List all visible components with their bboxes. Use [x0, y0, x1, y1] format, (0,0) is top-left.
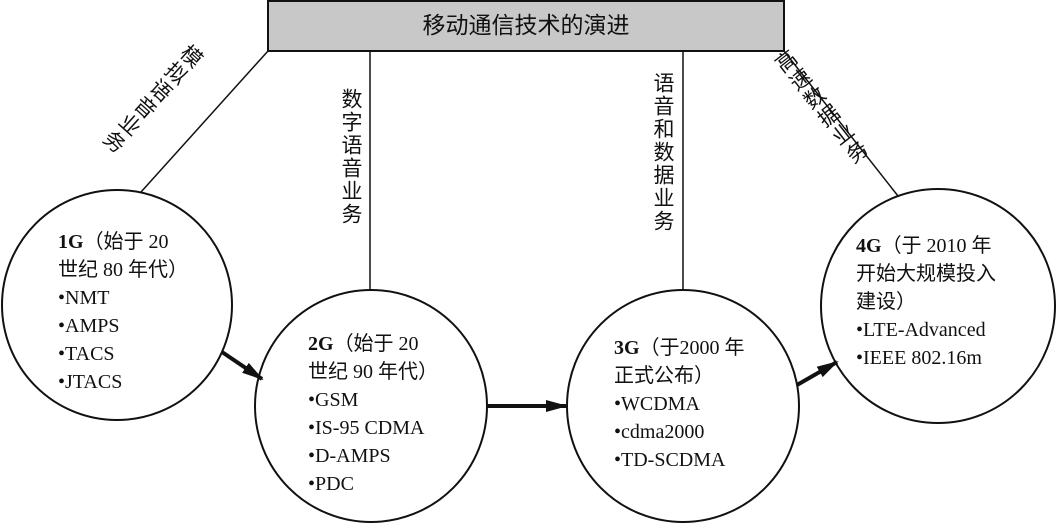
link-label-3g: 语音和数据业务 — [651, 72, 675, 233]
diagram-title: 移动通信技术的演进 — [422, 13, 630, 38]
list-item: IS-95 CDMA — [308, 414, 438, 442]
node-desc: （始于 20 — [333, 333, 419, 355]
node-gen: 3G — [614, 337, 640, 359]
node-desc: 世纪 90 年代） — [308, 361, 438, 383]
title-box — [267, 0, 785, 52]
node-desc: 建设） — [856, 291, 916, 313]
list-item: IEEE 802.16m — [856, 344, 996, 372]
list-item: WCDMA — [614, 390, 745, 418]
arrow-3g-4g — [796, 360, 839, 387]
list-item: TACS — [58, 340, 188, 368]
node-gen: 4G — [856, 235, 882, 257]
link-line-4g — [783, 50, 899, 197]
list-item: NMT — [58, 284, 188, 312]
node-3g: 3G（于2000 年 正式公布） WCDMA cdma2000 TD-SCDMA — [614, 334, 745, 474]
node-2g: 2G（始于 20 世纪 90 年代） GSM IS-95 CDMA D-AMPS… — [308, 330, 438, 498]
list-item: D-AMPS — [308, 442, 438, 470]
list-item: AMPS — [58, 312, 188, 340]
node-desc: （始于 20 — [83, 231, 169, 253]
list-item: JTACS — [58, 368, 188, 396]
node-4g: 4G（于 2010 年 开始大规模投入 建设） LTE-Advanced IEE… — [856, 232, 996, 372]
arrow-1g-2g — [220, 350, 264, 381]
node-desc: 正式公布） — [614, 365, 714, 387]
node-gen: 1G — [58, 231, 84, 253]
list-item: PDC — [308, 470, 438, 498]
node-1g: 1G（始于 20 世纪 80 年代） NMT AMPS TACS JTACS — [58, 228, 188, 396]
node-desc: （于 2010 年 — [881, 235, 992, 257]
list-item: GSM — [308, 386, 438, 414]
link-label-2g: 数字语音业务 — [339, 88, 363, 226]
node-gen: 2G — [308, 333, 334, 355]
list-item: LTE-Advanced — [856, 316, 996, 344]
node-desc: 开始大规模投入 — [856, 263, 996, 285]
link-line-1g — [140, 50, 269, 193]
node-desc: 世纪 80 年代） — [58, 259, 188, 281]
list-item: TD-SCDMA — [614, 446, 745, 474]
node-desc: （于2000 年 — [639, 337, 745, 359]
list-item: cdma2000 — [614, 418, 745, 446]
